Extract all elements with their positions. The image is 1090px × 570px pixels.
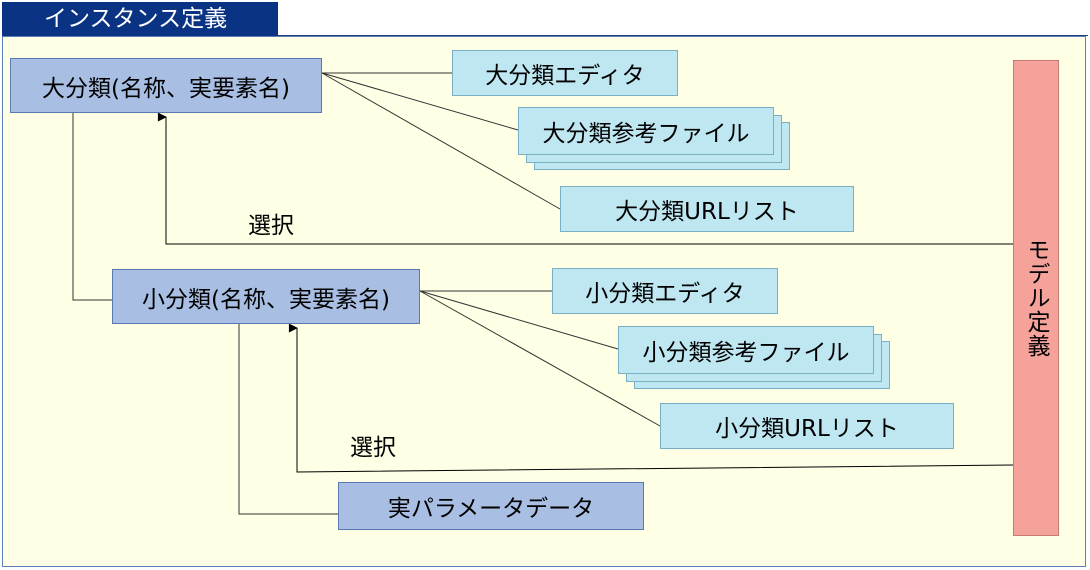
model-definition-label: モデル定義 <box>1023 238 1049 358</box>
connector-small-files <box>419 290 619 350</box>
connector-large-small <box>72 113 112 301</box>
large-urls-box: 大分類URLリスト <box>560 186 854 232</box>
connector-large-urls <box>321 72 561 210</box>
small-urls-box: 小分類URLリスト <box>660 403 954 449</box>
large-editor-box: 大分類エディタ <box>452 50 678 96</box>
small-editor-box: 小分類エディタ <box>552 268 778 314</box>
param-data-box: 実パラメータデータ <box>338 482 644 530</box>
select-label-large: 選択 <box>248 213 294 239</box>
large-category-box: 大分類(名称、実要素名) <box>10 58 322 113</box>
select-arrow-large <box>157 112 1013 245</box>
model-definition-box: モデル定義 <box>1013 60 1059 536</box>
connector-small-param <box>238 323 338 515</box>
title-divider <box>278 35 1088 36</box>
large-files-box: 大分類参考ファイル <box>518 107 774 155</box>
section-title: インスタンス定義 <box>2 2 278 36</box>
small-files-box: 小分類参考ファイル <box>618 326 874 374</box>
connector-large-files <box>321 72 519 131</box>
select-label-small: 選択 <box>350 435 396 461</box>
select-arrow-small <box>288 323 1014 473</box>
small-category-box: 小分類(名称、実要素名) <box>112 269 420 324</box>
connector-small-urls <box>419 290 661 427</box>
